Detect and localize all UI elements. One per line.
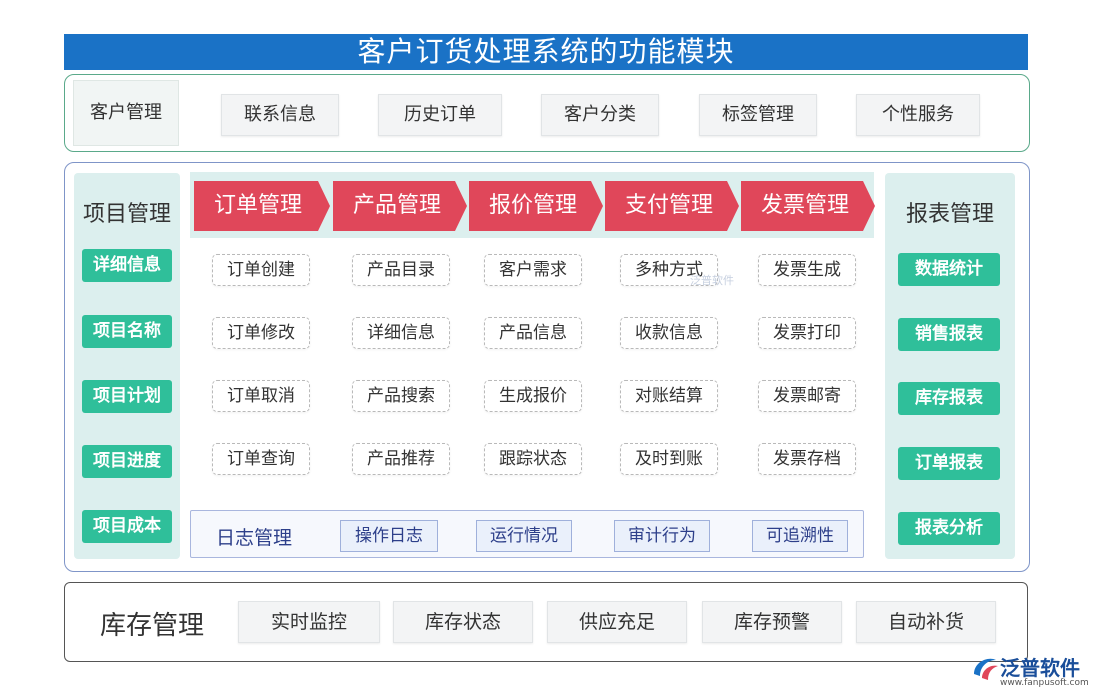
inventory-item: 实时监控 bbox=[238, 601, 380, 643]
module-order-header: 订单管理 bbox=[194, 181, 330, 231]
customer-item: 历史订单 bbox=[378, 94, 502, 136]
project-item: 详细信息 bbox=[82, 249, 172, 282]
module-quote-header: 报价管理 bbox=[469, 181, 603, 231]
watermark-text: 泛普软件 bbox=[690, 274, 734, 287]
project-item: 项目计划 bbox=[82, 380, 172, 413]
report-item: 库存报表 bbox=[898, 382, 1000, 415]
report-item: 数据统计 bbox=[898, 253, 1000, 286]
report-item: 报表分析 bbox=[898, 512, 1000, 545]
logo-name: 泛普软件 bbox=[1000, 656, 1080, 680]
module-item: 产品推荐 bbox=[352, 443, 450, 475]
log-item: 可追溯性 bbox=[752, 520, 848, 552]
customer-item: 客户分类 bbox=[541, 94, 659, 136]
log-title: 日志管理 bbox=[216, 527, 293, 549]
module-item: 发票存档 bbox=[758, 443, 856, 475]
inventory-item: 供应充足 bbox=[547, 601, 687, 643]
module-item: 多种方式 bbox=[620, 254, 718, 286]
module-item: 跟踪状态 bbox=[484, 443, 582, 475]
inventory-item: 库存状态 bbox=[393, 601, 533, 643]
module-item: 产品搜索 bbox=[352, 380, 450, 412]
module-item: 发票打印 bbox=[758, 317, 856, 349]
module-product-header: 产品管理 bbox=[333, 181, 467, 231]
log-item: 审计行为 bbox=[614, 520, 710, 552]
module-item: 订单修改 bbox=[212, 317, 310, 349]
project-item: 项目成本 bbox=[82, 510, 172, 543]
module-payment-header: 支付管理 bbox=[605, 181, 739, 231]
module-item: 订单创建 bbox=[212, 254, 310, 286]
project-title: 项目管理 bbox=[82, 202, 171, 227]
module-item: 发票邮寄 bbox=[758, 380, 856, 412]
module-item: 订单取消 bbox=[212, 380, 310, 412]
module-item: 生成报价 bbox=[484, 380, 582, 412]
report-item: 订单报表 bbox=[898, 447, 1000, 480]
report-item: 销售报表 bbox=[898, 318, 1000, 351]
module-item: 客户需求 bbox=[484, 254, 582, 286]
page-title: 客户订货处理系统的功能模块 bbox=[64, 34, 1028, 70]
module-item: 收款信息 bbox=[620, 317, 718, 349]
module-invoice-header: 发票管理 bbox=[741, 181, 875, 231]
inventory-item: 库存预警 bbox=[702, 601, 842, 643]
logo-url: www.fanpusoft.com bbox=[1000, 678, 1089, 688]
customer-item: 联系信息 bbox=[221, 94, 339, 136]
module-item: 发票生成 bbox=[758, 254, 856, 286]
log-item: 操作日志 bbox=[340, 520, 438, 552]
module-item: 产品目录 bbox=[352, 254, 450, 286]
project-item: 项目进度 bbox=[82, 445, 172, 478]
log-item: 运行情况 bbox=[476, 520, 572, 552]
fanpusoft-logo: 泛普软件 www.fanpusoft.com bbox=[970, 652, 1095, 692]
project-panel bbox=[74, 173, 180, 559]
module-item: 订单查询 bbox=[212, 443, 310, 475]
customer-management-label: 客户管理 bbox=[73, 80, 179, 146]
project-item: 项目名称 bbox=[82, 315, 172, 348]
module-item: 对账结算 bbox=[620, 380, 718, 412]
report-title: 报表管理 bbox=[905, 202, 994, 227]
module-item: 详细信息 bbox=[352, 317, 450, 349]
report-panel bbox=[885, 173, 1015, 559]
customer-item: 标签管理 bbox=[699, 94, 817, 136]
inventory-title: 库存管理 bbox=[100, 611, 205, 641]
inventory-item: 自动补货 bbox=[856, 601, 996, 643]
module-item: 及时到账 bbox=[620, 443, 718, 475]
logo-mark-icon bbox=[974, 658, 998, 680]
customer-item: 个性服务 bbox=[856, 94, 980, 136]
module-item: 产品信息 bbox=[484, 317, 582, 349]
